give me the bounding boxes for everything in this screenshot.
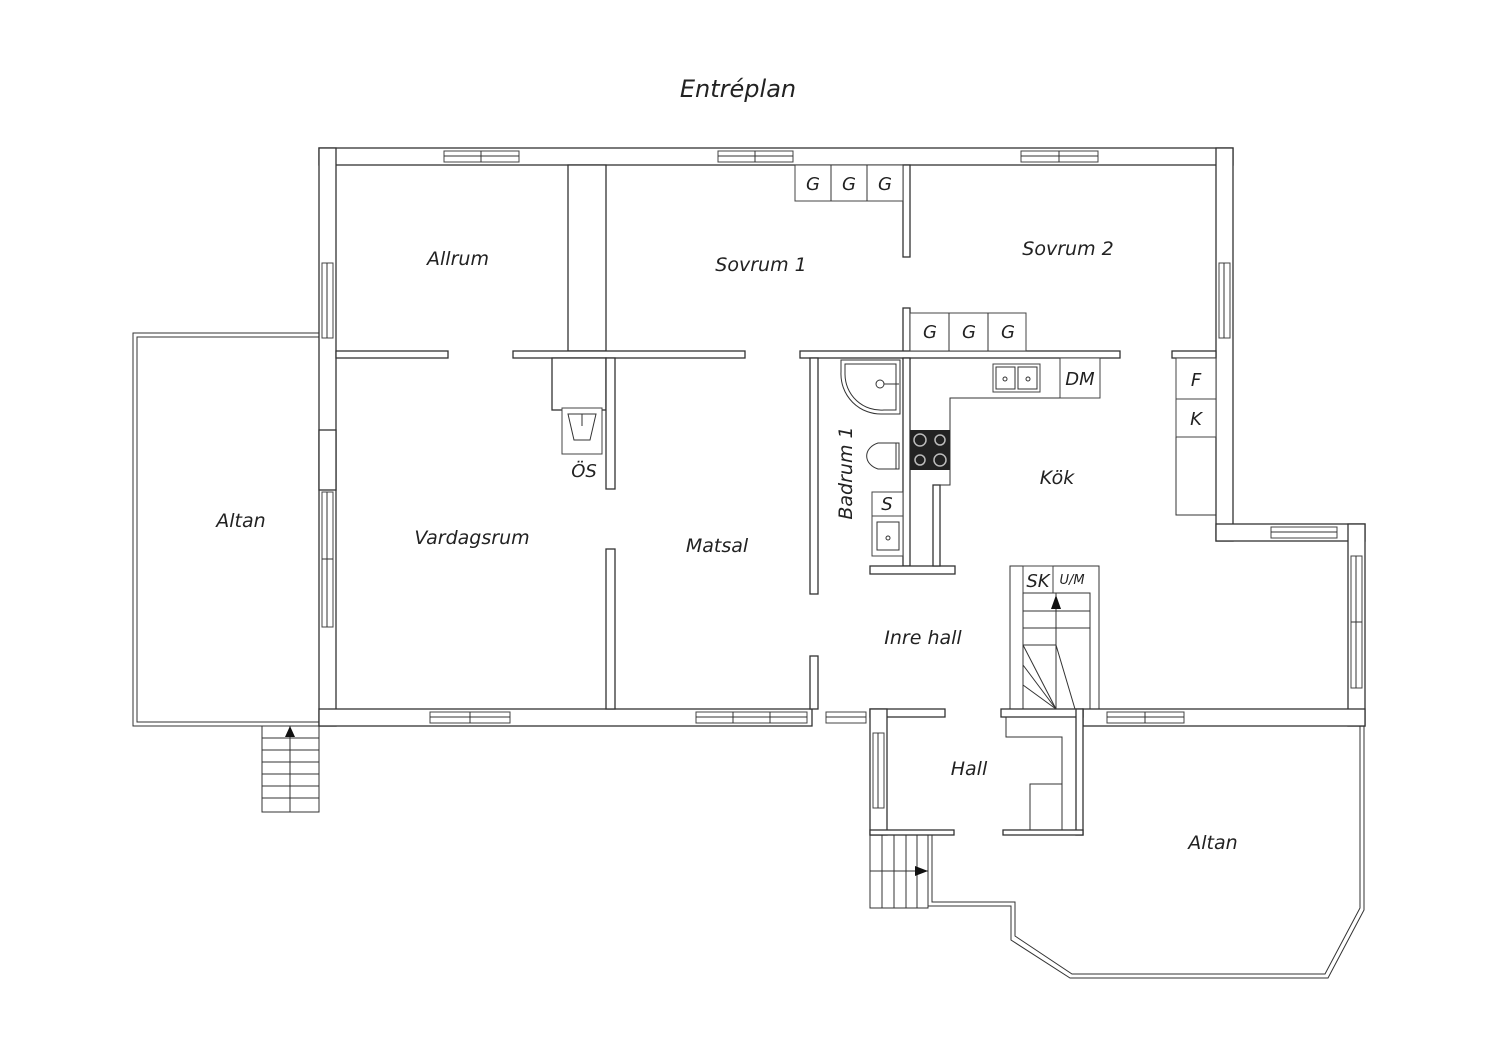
stairs-label: U/M [1059,573,1084,588]
shower-drain-icon [875,379,885,389]
room-label-kok: Kök [1040,467,1075,489]
altan-right-terrace [927,726,1365,979]
stairs-arrow-icon [915,866,928,876]
room-label-matsal: Matsal [686,535,749,557]
window [429,711,511,724]
wardrobe-label: G [806,174,820,195]
wardrobe-label: G [842,174,856,195]
closet-stairs: SK U/M [1009,565,1100,710]
stairs-arrow-icon [1051,595,1061,609]
hall-details [1005,717,1063,830]
front-stairs [869,834,929,909]
kitchen-sink-icon [992,363,1041,393]
wardrobes-sovrum2: G G G [909,312,1027,352]
wardrobe-label: G [923,322,937,343]
room-label-vardagsrum: Vardagsrum [414,527,529,549]
dishwasher-label: DM [1065,369,1095,390]
closet-label: SK [1026,571,1050,592]
window [1350,555,1363,689]
room-label-altan-left: Altan [214,510,265,532]
stove-icon [910,430,950,470]
freezer-label: K [1190,409,1203,430]
room-label-hall: Hall [951,758,988,780]
window [695,711,808,724]
interior-walls [318,164,1217,710]
window [1270,526,1338,539]
room-label-inre-hall: Inre hall [884,627,962,649]
room-label-sovrum1: Sovrum 1 [715,254,806,276]
left-stairs [261,725,320,813]
windows [321,150,1363,809]
window [321,491,334,628]
window [1106,711,1185,724]
room-label-allrum: Allrum [425,248,489,270]
wardrobe-label: G [1001,322,1015,343]
window [321,262,334,339]
room-label-badrum1: Badrum 1 [835,426,857,519]
window [872,732,885,809]
window [717,150,794,163]
window [1020,150,1099,163]
shower-cabinet-label: S [881,494,892,515]
fridge-label: F [1191,370,1202,391]
wardrobes-sovrum1: G G G [794,164,904,202]
room-label-altan-right: Altan [1186,832,1237,854]
stairs-arrow-icon [285,726,295,737]
toilet-icon [866,442,900,470]
wardrobe-label: G [962,322,976,343]
room-label-sovrum2: Sovrum 2 [1022,238,1113,260]
window [825,711,867,724]
altan-left-terrace [132,332,320,727]
fireplace: ÖS [561,407,603,482]
wardrobe-label: G [878,174,892,195]
plan-title: Entréplan [680,75,796,103]
kitchen-counters: DM F K [909,357,1217,567]
fireplace-label: ÖS [571,460,597,482]
bathroom-fixtures: S [840,359,904,557]
window [443,150,520,163]
window [1218,262,1231,339]
